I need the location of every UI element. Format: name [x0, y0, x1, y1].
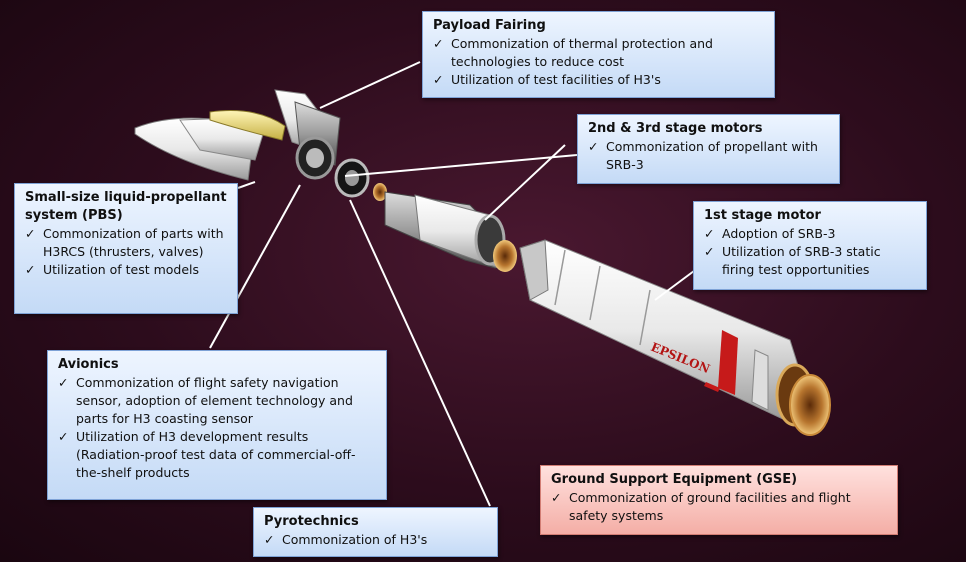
callout-title: 1st stage motor: [704, 208, 821, 223]
callout-payload-fairing: Payload Fairing ✓ Commonization of therm…: [422, 11, 775, 98]
list-item-text: Utilization of test models: [43, 262, 200, 277]
list-item-text: Commonization of flight safety navigatio…: [76, 375, 353, 426]
list-item: ✓ Commonization of propellant with SRB-3: [588, 138, 829, 174]
check-icon: ✓: [551, 490, 562, 505]
list-item: ✓ Commonization of H3's: [264, 531, 487, 549]
list-item: ✓ Commonization of ground facilities and…: [551, 489, 887, 525]
list-item-text: Commonization of thermal protection and …: [451, 36, 713, 69]
callout-pbs: Small-size liquid-propellant system (PBS…: [14, 183, 238, 314]
check-icon: ✓: [704, 226, 715, 241]
callout-title: Payload Fairing: [433, 18, 546, 33]
list-item: ✓ Utilization of SRB-3 static firing tes…: [704, 243, 916, 279]
callout-first-stage-motor: 1st stage motor ✓ Adoption of SRB-3 ✓ Ut…: [693, 201, 927, 290]
callout-title: Small-size liquid-propellant system (PBS…: [25, 190, 227, 223]
first-stage-motor: EPSILON: [519, 239, 831, 436]
callout-gse: Ground Support Equipment (GSE) ✓ Commoni…: [540, 465, 898, 535]
list-item-text: Commonization of parts with H3RCS (thrus…: [43, 226, 224, 259]
check-icon: ✓: [704, 244, 715, 259]
list-item-text: Commonization of H3's: [282, 532, 428, 547]
callout-stage-motors: 2nd & 3rd stage motors ✓ Commonization o…: [577, 114, 840, 184]
check-icon: ✓: [264, 532, 275, 547]
list-item-text: Utilization of SRB-3 static firing test …: [722, 244, 881, 277]
leader-lines: [209, 61, 699, 507]
callout-title: Ground Support Equipment (GSE): [551, 472, 798, 487]
check-icon: ✓: [433, 36, 444, 51]
callout-title: Avionics: [58, 357, 119, 372]
list-item-text: Utilization of test facilities of H3's: [451, 72, 661, 87]
check-icon: ✓: [58, 375, 69, 390]
check-icon: ✓: [58, 429, 69, 444]
list-item: ✓ Utilization of test models: [25, 261, 227, 279]
callout-avionics: Avionics ✓ Commonization of flight safet…: [47, 350, 387, 500]
callout-title: Pyrotechnics: [264, 514, 359, 529]
callout-pyrotechnics: Pyrotechnics ✓ Commonization of H3's: [253, 507, 498, 557]
list-item: ✓ Utilization of H3 development results …: [58, 428, 376, 482]
callout-title: 2nd & 3rd stage motors: [588, 121, 763, 136]
list-item-text: Commonization of propellant with SRB-3: [606, 139, 818, 172]
list-item: ✓ Commonization of parts with H3RCS (thr…: [25, 225, 227, 261]
list-item: ✓ Utilization of test facilities of H3's: [433, 71, 764, 89]
check-icon: ✓: [25, 262, 36, 277]
check-icon: ✓: [433, 72, 444, 87]
list-item-text: Adoption of SRB-3: [722, 226, 836, 241]
check-icon: ✓: [588, 139, 599, 154]
list-item: ✓ Commonization of flight safety navigat…: [58, 374, 376, 428]
list-item: ✓ Commonization of thermal protection an…: [433, 35, 764, 71]
list-item-text: Commonization of ground facilities and f…: [569, 490, 851, 523]
list-item: ✓ Adoption of SRB-3: [704, 225, 916, 243]
second-stage-motor: [384, 191, 517, 272]
check-icon: ✓: [25, 226, 36, 241]
list-item-text: Utilization of H3 development results (R…: [76, 429, 356, 480]
